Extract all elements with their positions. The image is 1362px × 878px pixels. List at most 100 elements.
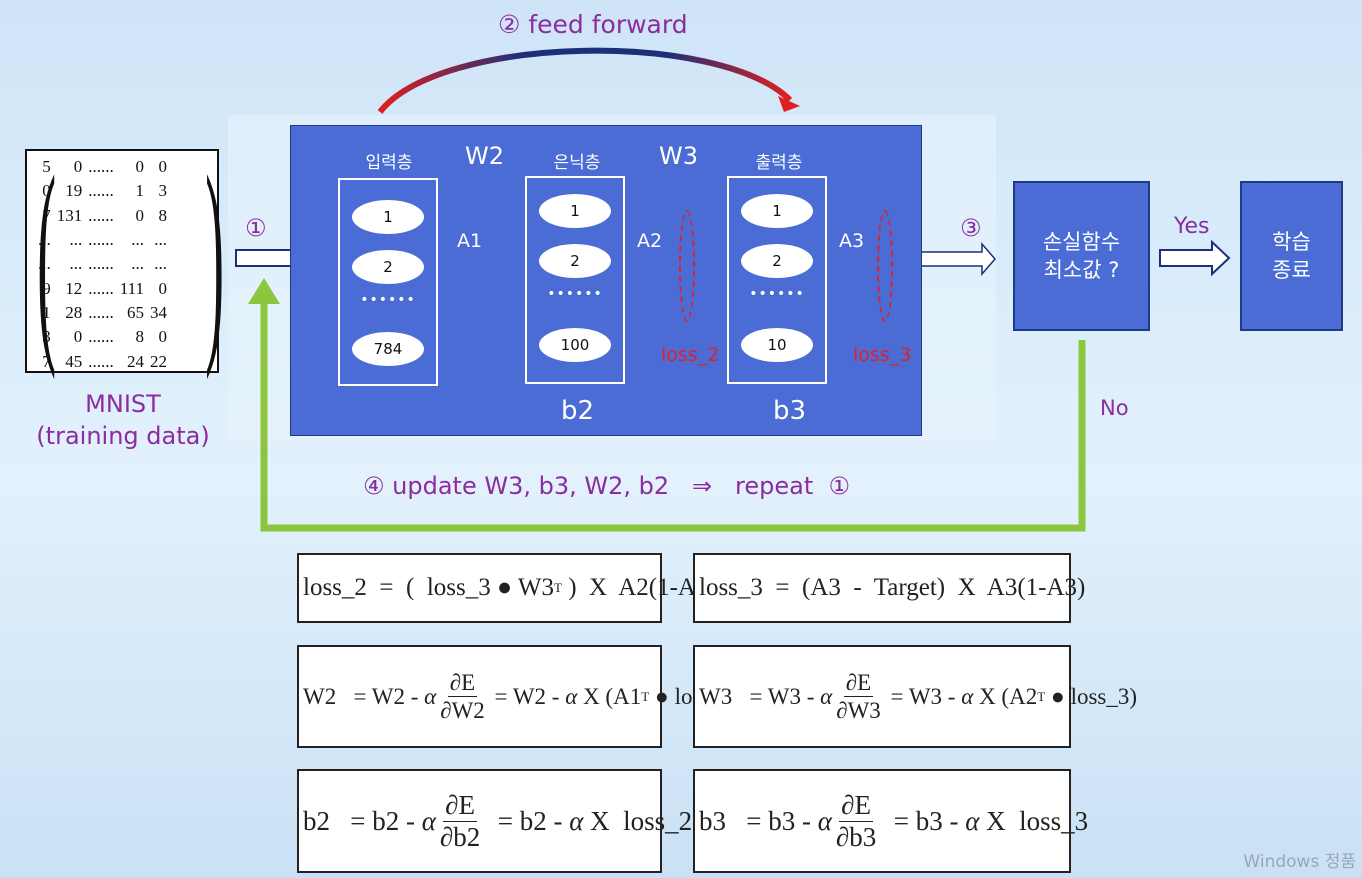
formula-b3: b3 = b3 - α ∂E∂b3 = b3 - α X loss_3 <box>693 769 1088 873</box>
mnist-cell: 1 <box>135 181 145 201</box>
input-layer: 1 2 •••••• 784 <box>338 178 438 386</box>
output-node-1: 1 <box>741 194 813 228</box>
loss-box-line2: 최소값 ? <box>1043 258 1120 282</box>
formula-w3-rhs: = W3 - <box>884 683 962 709</box>
alpha-symbol: α <box>820 683 833 709</box>
mnist-cell: ...... <box>88 230 114 250</box>
loss3-ellipse <box>877 210 893 322</box>
no-label: No <box>1100 396 1129 420</box>
mnist-row: .................. <box>35 228 170 252</box>
hidden-node-100: 100 <box>539 328 611 362</box>
output-node-10: 10 <box>741 328 813 362</box>
mnist-cell: ...... <box>88 157 114 177</box>
mnist-cell: 8 <box>135 327 145 347</box>
formula-b2: b2 = b2 - α ∂E∂b2 = b2 - α X loss_2 <box>297 769 692 873</box>
formula-b3-lhs: b3 = b3 - <box>699 805 818 836</box>
yes-label: Yes <box>1174 214 1210 239</box>
formula-w2: W2 = W2 - α ∂E∂W2 = W2 - α X (A1T ● loss… <box>297 645 741 748</box>
input-layer-title: 입력층 <box>365 153 413 173</box>
mnist-cell: 3 <box>42 327 51 347</box>
end-box-line2: 종료 <box>1272 258 1311 282</box>
formula-w2-fraction: ∂E∂W2 <box>440 671 485 722</box>
formula-loss2-part2: W3 <box>512 574 554 601</box>
formula-b2-fraction: ∂E∂b2 <box>439 789 481 852</box>
alpha-symbol: α <box>421 805 436 836</box>
update-loop <box>260 300 1086 532</box>
output-node-2: 2 <box>741 244 813 278</box>
frac-numerator: ∂E <box>447 670 478 697</box>
alpha-symbol: α <box>961 683 974 709</box>
mnist-cell: ... <box>131 254 144 274</box>
dot-operator-icon: ● <box>496 574 513 601</box>
output-dots: •••••• <box>749 286 805 302</box>
formula-w2-rhs: = W2 - <box>488 683 566 709</box>
mnist-cell: ...... <box>88 351 114 371</box>
mnist-cell: ... <box>69 230 83 250</box>
mnist-cell: 12 <box>65 278 83 298</box>
alpha-symbol: α <box>565 683 578 709</box>
mnist-cell: 7 <box>42 351 51 371</box>
formula-loss3: loss_3 = (A3 - Target) X A3(1-A3) <box>693 553 1085 623</box>
alpha-symbol: α <box>569 805 584 836</box>
mnist-cell: 111 <box>119 278 144 298</box>
mnist-cell: 1 <box>42 302 51 322</box>
input-dots: •••••• <box>360 292 416 308</box>
mnist-cell: 28 <box>65 302 83 322</box>
update-label: ④ update W3, b3, W2, b2 ⇒ repeat ① <box>363 472 850 500</box>
hidden-node-2: 2 <box>539 244 611 278</box>
mnist-cell: ... <box>38 230 51 250</box>
frac-numerator: ∂E <box>839 789 873 822</box>
formula-loss2-part1: loss_2 = ( loss_3 <box>303 574 497 601</box>
formula-b2-lhs: b2 = b2 - <box>303 805 422 836</box>
step1-label: ① <box>245 214 267 242</box>
mnist-cell: ...... <box>88 181 114 201</box>
mnist-cell: ... <box>154 254 167 274</box>
formula-w3-fraction: ∂E∂W3 <box>836 671 881 722</box>
frac-numerator: ∂E <box>843 670 874 697</box>
frac-numerator: ∂E <box>443 789 477 822</box>
w3-label: W3 <box>659 142 698 170</box>
mnist-cell: ...... <box>88 327 114 347</box>
mnist-cell: ...... <box>88 205 114 225</box>
b3-label: b3 <box>773 396 807 426</box>
frac-denominator: ∂b3 <box>835 821 877 852</box>
mnist-cell: 0 <box>73 157 83 177</box>
alpha-symbol: α <box>424 683 437 709</box>
input-node-2: 2 <box>352 250 424 284</box>
a1-label: A1 <box>457 230 483 252</box>
frac-denominator: ∂b2 <box>439 821 481 852</box>
loss3-label: loss_3 <box>853 344 912 366</box>
step3-label: ③ <box>960 214 982 242</box>
alpha-symbol: α <box>965 805 980 836</box>
mnist-cell: ... <box>69 254 83 274</box>
loss2-label: loss_2 <box>661 344 720 366</box>
mnist-cell: 8 <box>158 205 168 225</box>
output-layer: 1 2 •••••• 10 <box>727 176 827 384</box>
mnist-cell: 19 <box>65 181 83 201</box>
mnist-cell: 3 <box>158 181 168 201</box>
mnist-cell: 5 <box>42 157 51 177</box>
b2-label: b2 <box>561 396 595 426</box>
formula-b3-fraction: ∂E∂b3 <box>835 789 877 852</box>
mnist-cell: ...... <box>88 254 114 274</box>
formula-b2-rhs: = b2 - <box>484 805 570 836</box>
end-box-line1: 학습 <box>1272 230 1311 254</box>
mnist-cell: 45 <box>65 351 83 371</box>
feed-forward-arrowhead <box>778 96 800 112</box>
formula-b3-rhs2: X loss_3 <box>979 805 1089 836</box>
windows-watermark: Windows 정품 <box>1243 852 1356 872</box>
formula-w3-lhs: W3 = W3 - <box>699 683 821 709</box>
hidden-layer-title: 은닉층 <box>553 153 601 173</box>
neural-network: 입력층 W2 은닉층 W3 출력층 1 2 •••••• 784 A1 1 2 … <box>290 125 922 436</box>
mnist-cell: 34 <box>150 302 167 322</box>
transpose-mark: T <box>641 688 650 704</box>
